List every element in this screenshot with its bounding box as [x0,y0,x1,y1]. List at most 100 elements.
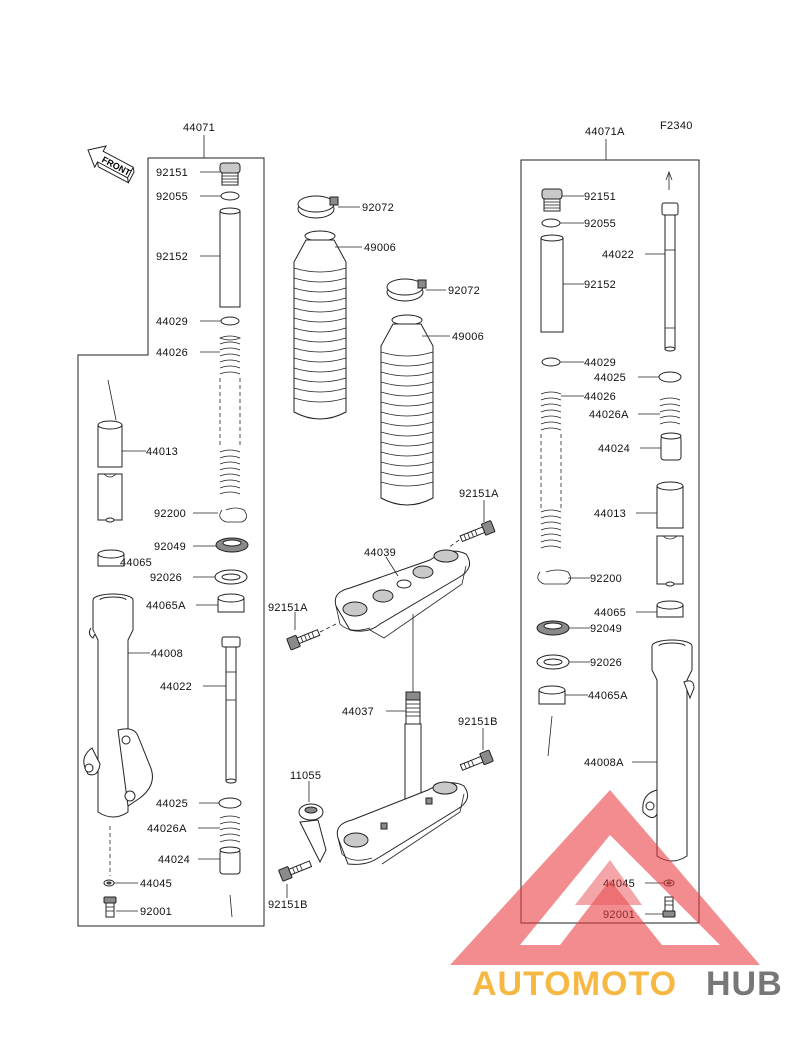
oil-seal-right [536,620,570,636]
label-44026A: 44026A [147,823,187,835]
label-r-44008A: 44008A [584,757,624,769]
label-44022: 44022 [160,681,192,693]
label-r-44065: 44065 [594,607,626,619]
inner-tube [97,379,123,523]
label-r-92049: 92049 [590,623,622,635]
label-44037: 44037 [342,706,374,718]
label-11055: 11055 [290,770,321,782]
label-92001: 92001 [140,906,172,918]
inner-tube-right [656,481,684,587]
boot-clamp-top [297,195,339,219]
label-92151B-right: 92151B [458,716,498,728]
fork-cap-bolt-right [541,188,563,212]
outer-tube [83,593,153,818]
bushing-a [217,593,245,613]
label-44065A: 44065A [146,600,186,612]
label-r-44029: 44029 [584,357,616,369]
left-fork-assembly: 44071 92151 92055 92152 44029 [77,122,265,927]
boot-clamp-mid [386,278,427,302]
left-assembly-title: 44071 [183,122,215,134]
right-fork-assembly: 44071A 92151 92055 44022 [520,126,700,924]
label-92026: 92026 [150,572,182,584]
label-r-92152: 92152 [584,279,616,291]
damper-rod [221,636,241,784]
label-r-44065A: 44065A [588,690,628,702]
clamp-bolt-lower-right [459,749,494,771]
label-92072-mid: 92072 [448,285,480,297]
bushing [97,549,125,567]
label-92200: 92200 [154,508,186,520]
label-r-44022: 44022 [602,249,634,261]
fork-boot-mid [380,314,434,506]
label-r-44026: 44026 [584,391,616,403]
outer-tube-right [642,639,695,862]
label-r-44025: 44025 [594,372,626,384]
label-44024: 44024 [158,854,190,866]
gasket [103,879,115,887]
oil-lock-piece-right [660,432,682,461]
fork-cap-bolt [219,162,241,186]
circlip-right [537,569,571,585]
label-92151A-right: 92151A [459,488,499,500]
fork-spring [218,335,242,495]
label-44029: 44029 [156,316,188,328]
bottom-bolt [103,896,117,918]
label-92049: 92049 [154,541,186,553]
bottom-bolt-right [662,896,676,918]
fork-collar [219,207,241,308]
label-92055: 92055 [156,191,188,203]
cable-guide [298,803,327,864]
right-assembly-title: 44071A [585,126,625,138]
label-r-92200: 92200 [590,573,622,585]
watermark-part2: HUB [706,965,783,1003]
upper-fork-bracket [334,549,471,639]
label-44045: 44045 [140,878,172,890]
bushing-right [656,600,684,618]
clamp-bolt-lower-left [278,860,313,882]
washer [220,316,240,326]
oil-lock-piece [219,846,241,875]
bushing-a-right [538,685,566,705]
fork-boot-top [293,230,347,420]
rebound-spring [219,815,241,843]
rebound-spring-right [659,397,681,425]
damper-rod-right [661,170,679,352]
automotohub-logo: AUTOMOTO HUB [450,790,783,1003]
label-49006-top: 49006 [364,242,396,254]
label-r-92055: 92055 [584,218,616,230]
label-44013: 44013 [146,446,178,458]
oil-seal [215,537,249,553]
lower-fork-bracket [336,781,469,865]
figure-code: F2340 [660,120,693,132]
watermark-part1: AUTOMOTO [472,965,677,1003]
label-r-44013: 44013 [594,508,626,520]
label-44026: 44026 [156,347,188,359]
label-r-92026: 92026 [590,657,622,669]
label-92072-top: 92072 [362,202,394,214]
label-92151B-left: 92151B [268,899,308,911]
o-ring-right [541,218,561,228]
front-arrow-icon: FRONT [87,145,135,184]
label-49006-mid: 49006 [452,331,484,343]
washer-right [541,357,561,367]
spring-seat-right [658,371,682,383]
label-r-44024: 44024 [598,443,630,455]
label-44008: 44008 [151,648,183,660]
label-r-44026A: 44026A [589,409,629,421]
label-92151: 92151 [156,167,188,179]
o-ring [220,191,240,201]
clamp-bolt-upper-right [459,520,496,543]
circlip [219,507,247,523]
fork-spring-right [540,391,562,549]
clamp-bolt-left [286,629,321,651]
label-92152: 92152 [156,251,188,263]
label-92151A-left: 92151A [268,602,308,614]
rebound-spring-seat [218,797,242,809]
label-44025: 44025 [156,798,188,810]
left-assembly-frame [77,157,265,927]
label-r-92151: 92151 [584,191,616,203]
label-44039: 44039 [364,547,396,559]
label-44065: 44065 [120,557,152,569]
fork-collar-right [540,234,564,333]
